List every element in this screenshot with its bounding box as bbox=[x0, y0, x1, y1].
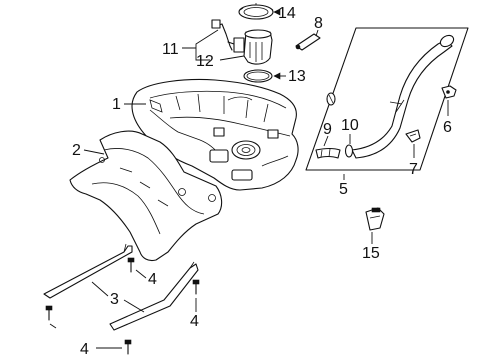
leader-8 bbox=[315, 29, 319, 37]
callout-9: 9 bbox=[323, 121, 332, 138]
callout-labels: 1 2 3 4 4 4 5 6 7 8 9 10 11 12 13 14 15 bbox=[72, 5, 452, 358]
callout-8: 8 bbox=[314, 15, 323, 32]
callout-1: 1 bbox=[112, 96, 121, 113]
callout-5: 5 bbox=[339, 181, 348, 198]
leader-11 bbox=[182, 29, 219, 61]
leader-12 bbox=[219, 55, 245, 61]
tank-strap-left bbox=[43, 243, 133, 299]
callout-13: 13 bbox=[288, 68, 306, 85]
callout-3: 3 bbox=[110, 291, 119, 308]
bolt-4 bbox=[124, 339, 132, 355]
fuel-level-sender bbox=[211, 19, 235, 51]
leader-4c bbox=[49, 323, 57, 329]
bolt-1 bbox=[127, 257, 135, 273]
vent-valve bbox=[295, 33, 321, 51]
callout-15: 15 bbox=[362, 245, 380, 262]
callout-14: 14 bbox=[278, 5, 296, 22]
leader-9 bbox=[323, 135, 329, 147]
leader-4a bbox=[135, 269, 147, 279]
callout-7: 7 bbox=[409, 161, 418, 178]
filler-hose bbox=[315, 147, 341, 159]
callout-11: 11 bbox=[162, 41, 179, 58]
callout-2: 2 bbox=[72, 142, 81, 159]
arrowhead-14 bbox=[273, 8, 281, 16]
arrowheads bbox=[273, 8, 281, 80]
heat-shield bbox=[69, 130, 223, 262]
leader-3b bbox=[123, 299, 145, 313]
callout-10: 10 bbox=[341, 117, 359, 134]
fuel-pump-module bbox=[233, 29, 273, 65]
pump-seal bbox=[243, 69, 273, 83]
bolt-3 bbox=[45, 305, 53, 321]
callout-4b: 4 bbox=[190, 313, 199, 330]
fuel-tank bbox=[131, 78, 299, 191]
filler-cap-clip bbox=[441, 85, 457, 99]
leader-3a bbox=[91, 281, 109, 297]
leader-lines bbox=[49, 11, 449, 349]
callout-12: 12 bbox=[196, 53, 214, 70]
callout-4a: 4 bbox=[148, 271, 157, 288]
callout-6: 6 bbox=[443, 119, 452, 136]
fuel-sensor bbox=[365, 207, 385, 231]
arrowhead-13 bbox=[273, 72, 281, 80]
bracket bbox=[405, 129, 421, 143]
hose-clamp bbox=[326, 92, 354, 158]
bolt-2 bbox=[192, 279, 200, 295]
filler-pipe bbox=[351, 34, 455, 159]
tank-strap-right bbox=[109, 261, 199, 331]
callout-4c: 4 bbox=[80, 341, 89, 358]
leader-2 bbox=[83, 149, 105, 155]
lock-ring bbox=[238, 3, 274, 20]
filler-pipe-box bbox=[305, 27, 469, 171]
